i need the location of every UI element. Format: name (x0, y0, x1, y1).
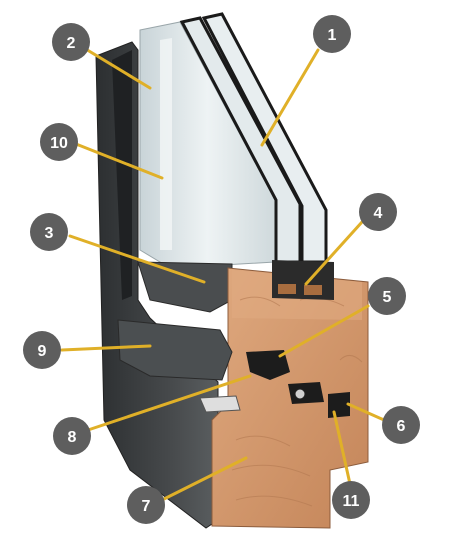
spacer-detail (278, 284, 296, 294)
callout-label-7: 7 (142, 498, 151, 515)
callout-label-8: 8 (68, 429, 77, 446)
callout-badge-11: 11 (332, 481, 370, 519)
wood-grain (231, 296, 365, 507)
callout-badge-9: 9 (23, 331, 61, 369)
callout-badge-8: 8 (53, 417, 91, 455)
callout-badge-1: 1 (313, 15, 351, 53)
hardware-screw (294, 388, 306, 400)
callout-label-2: 2 (67, 35, 76, 52)
leader-line-1 (260, 48, 320, 147)
callout-label-3: 3 (45, 225, 54, 242)
glass-reflection (160, 38, 172, 250)
callout-badge-2: 2 (52, 23, 90, 61)
callout-badge-6: 6 (382, 406, 420, 444)
callout-label-10: 10 (50, 135, 68, 152)
callout-badge-7: 7 (127, 486, 165, 524)
leader-line-7 (160, 456, 248, 502)
leader-line-9 (60, 344, 152, 352)
aluminium-sash-cladding (117, 319, 233, 381)
callout-badge-5: 5 (368, 277, 406, 315)
aluminium-glazing-bead (137, 261, 233, 313)
gasket-hardware (288, 382, 324, 404)
callout-label-5: 5 (383, 289, 392, 306)
leader-line-8 (86, 374, 252, 432)
leader-line-11 (332, 410, 352, 486)
callout-label-1: 1 (328, 27, 337, 44)
gasket-center (246, 350, 290, 380)
leader-lines (60, 46, 386, 502)
callout-label-4: 4 (374, 205, 383, 222)
spacer-detail-2 (304, 285, 322, 295)
callout-badge-4: 4 (359, 193, 397, 231)
gasket-outer (328, 392, 350, 418)
leader-line-6 (346, 402, 386, 422)
leader-line-3 (68, 234, 206, 284)
leader-line-5 (278, 304, 370, 358)
leader-line-2 (82, 46, 152, 90)
aluminium-frame-inner-edge (112, 50, 132, 300)
leader-line-10 (74, 142, 164, 180)
aluminium-clip (199, 395, 241, 413)
callout-badge-3: 3 (30, 213, 68, 251)
callout-label-9: 9 (38, 343, 47, 360)
callout-label-11: 11 (343, 493, 360, 510)
callout-badge-10: 10 (40, 123, 78, 161)
window-illustration (95, 12, 369, 529)
callout-label-6: 6 (397, 418, 406, 435)
callout-badges: 1 2 3 4 5 6 7 8 (23, 15, 420, 524)
leader-line-4 (304, 220, 364, 286)
